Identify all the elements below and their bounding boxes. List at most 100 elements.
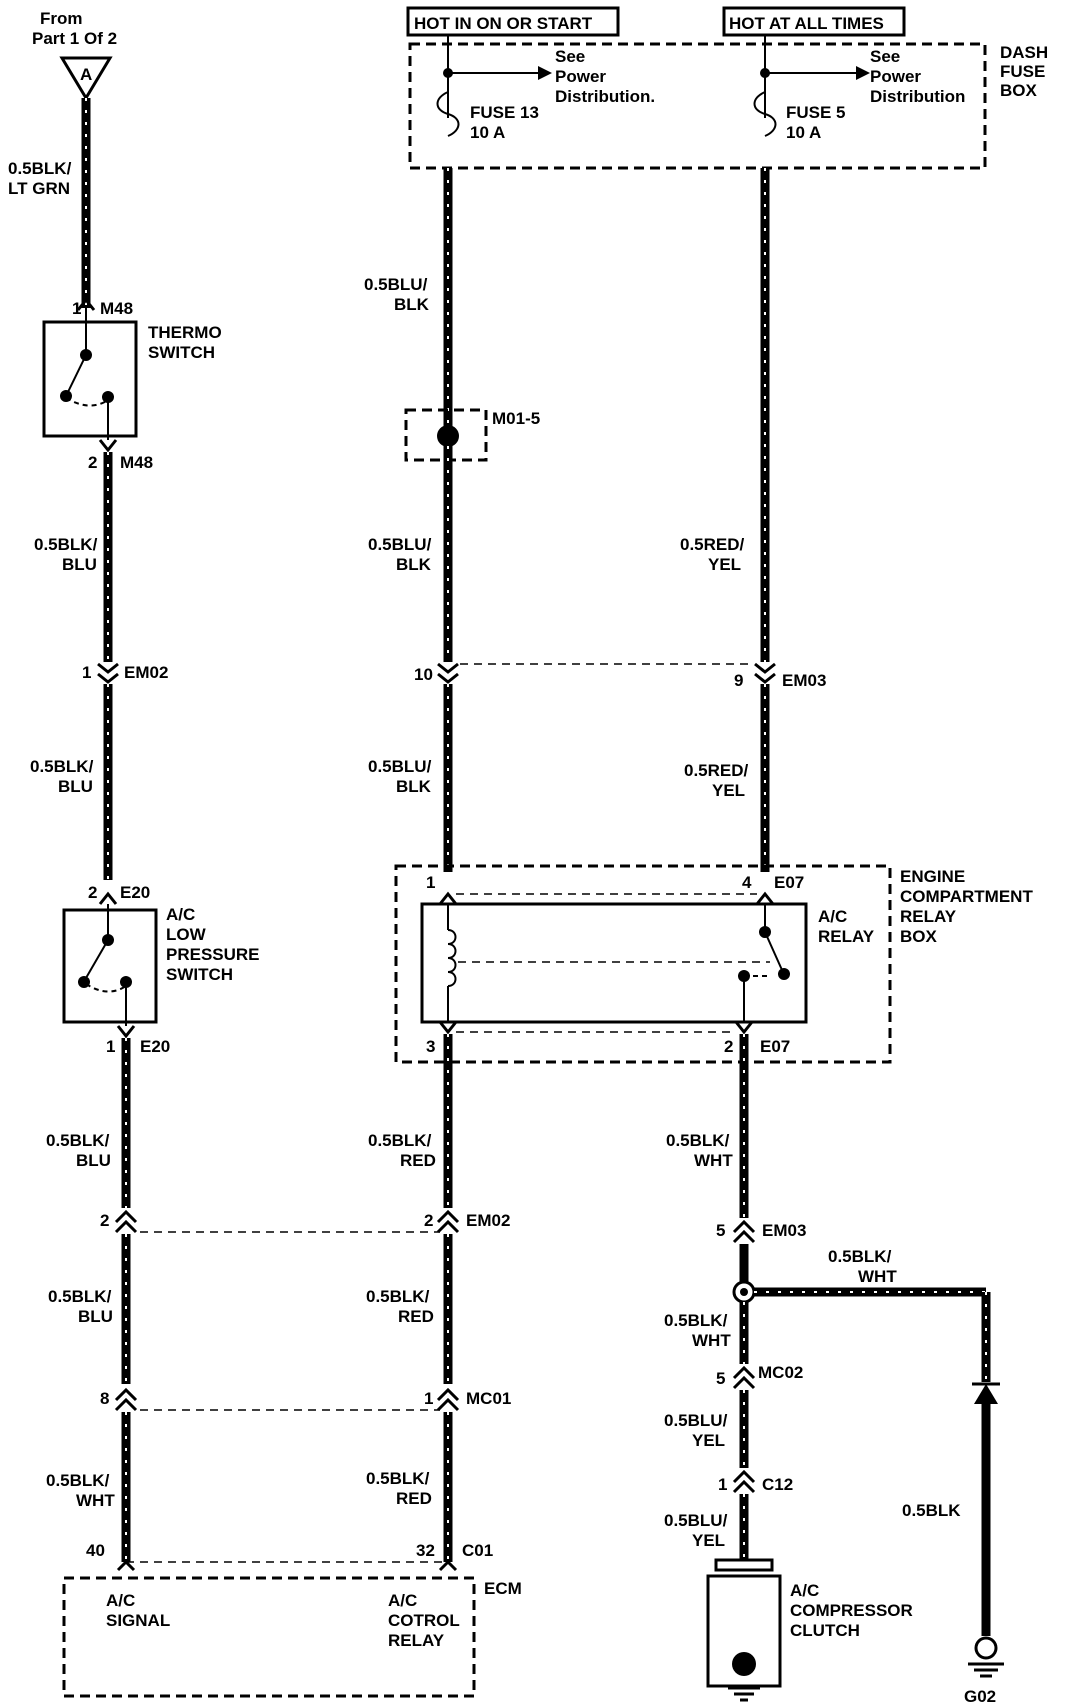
wire-blk-red-2-label1: 0.5BLK/ xyxy=(366,1287,430,1306)
wire-blk-blu-3-label2: BLU xyxy=(76,1151,111,1170)
thermo-switch-arm-icon xyxy=(67,354,87,393)
engine-relay-box-label2: COMPARTMENT xyxy=(900,887,1033,906)
em02-left-conn: EM02 xyxy=(124,663,168,682)
wire-blu-blk-1-label2: BLK xyxy=(394,295,430,314)
em02-pin2-left-icon xyxy=(114,1209,138,1234)
wire-red-yel-1-label2: YEL xyxy=(708,555,741,574)
mc01-conn: MC01 xyxy=(466,1389,511,1408)
wire-blk-blu-3-label1: 0.5BLK/ xyxy=(46,1131,110,1150)
ecm-conn: C01 xyxy=(462,1541,493,1560)
wire-blk-red-3-label1: 0.5BLK/ xyxy=(366,1469,430,1488)
lps-conn-top: E20 xyxy=(120,883,150,902)
dash-fuse-box-outline xyxy=(408,42,987,170)
mc01-pin1: 1 xyxy=(424,1389,433,1408)
em02-pin2-left: 2 xyxy=(100,1211,109,1230)
relay-pin3: 3 xyxy=(426,1037,435,1056)
fuse5-see-line3: Distribution xyxy=(870,87,965,106)
wire-blk-blu-4-label1: 0.5BLK/ xyxy=(48,1287,112,1306)
wire-blu-blk-2-label2: BLK xyxy=(396,555,432,574)
ecm-signal-label1: A/C xyxy=(106,1591,135,1610)
em02-left-pin: 1 xyxy=(82,663,91,682)
fuse5-symbol-icon xyxy=(753,91,777,137)
relay-switch-arm-icon xyxy=(764,931,783,971)
lps-label4: SWITCH xyxy=(166,965,233,984)
wire-blk-wht-2-label2: WHT xyxy=(692,1331,731,1350)
ground-terminal-icon xyxy=(974,1636,998,1660)
mc01-pin1-icon xyxy=(436,1387,460,1412)
ecm-label: ECM xyxy=(484,1579,522,1598)
thermo-conn-top: M48 xyxy=(100,299,133,318)
relay-pin3-icon xyxy=(438,1021,458,1035)
wire-blk-wht-left-label2: WHT xyxy=(76,1491,115,1510)
thermo-top-connector-icon xyxy=(76,297,96,311)
hot-all-times-box xyxy=(722,6,906,37)
ac-relay-label1: A/C xyxy=(818,907,847,926)
thermo-switch-box xyxy=(42,320,138,438)
wire-blu-blk-2-label1: 0.5BLU/ xyxy=(368,535,432,554)
wire-red-yel-1-label1: 0.5RED/ xyxy=(680,535,745,554)
relay-conn-top: E07 xyxy=(774,873,804,892)
wire-blk-red-2-label2: RED xyxy=(398,1307,434,1326)
fuse13-name: FUSE 13 xyxy=(470,103,539,122)
from-connector-tag: A xyxy=(80,65,92,84)
wire-blk-red-1-label1: 0.5BLK/ xyxy=(368,1131,432,1150)
thermo-conn-bottom: M48 xyxy=(120,453,153,472)
thermo-bottom-connector-icon xyxy=(98,439,118,453)
hot-on-start-label: HOT IN ON OR START xyxy=(414,14,593,33)
dash-fuse-box-label2: FUSE xyxy=(1000,62,1045,81)
relay-conn-bottom: E07 xyxy=(760,1037,790,1056)
clutch-terminal-icon xyxy=(714,1558,774,1572)
relay-pin4-icon xyxy=(755,891,775,905)
wire-blk-wht-1-label2: WHT xyxy=(694,1151,733,1170)
ecm-pin40-icon xyxy=(116,1559,136,1572)
em02-left-connector-icon xyxy=(97,662,119,684)
from-label-line2: Part 1 Of 2 xyxy=(32,29,117,48)
c12-conn: C12 xyxy=(762,1475,793,1494)
c12-pin1: 1 xyxy=(718,1475,727,1494)
mc02-pin5-icon xyxy=(732,1365,756,1390)
ecm-box xyxy=(62,1576,476,1698)
em03-conn-bottom: EM03 xyxy=(762,1221,806,1240)
diode-icon xyxy=(974,1384,998,1404)
em03-pin10: 10 xyxy=(414,665,433,684)
fuse13-see-line3: Distribution. xyxy=(555,87,655,106)
em02-pin2-mid: 2 xyxy=(424,1211,433,1230)
em03-pin10-icon xyxy=(437,662,459,684)
m01-5-label: M01-5 xyxy=(492,409,540,428)
wire-blk-blu-1-label1: 0.5BLK/ xyxy=(34,535,98,554)
ac-relay-box xyxy=(420,902,808,1024)
mc02-pin5: 5 xyxy=(716,1369,725,1388)
fuse5-name: FUSE 5 xyxy=(786,103,846,122)
wire-blk-wht-branch-label2: WHT xyxy=(858,1267,897,1286)
ecm-pin32-icon xyxy=(438,1559,458,1572)
wire-blk-wht-left-label1: 0.5BLK/ xyxy=(46,1471,110,1490)
em03-pin9: 9 xyxy=(734,671,743,690)
ecm-relay-label1: A/C xyxy=(388,1591,417,1610)
fuse13-arrow-head-icon xyxy=(538,66,552,80)
engine-relay-box-label3: RELAY xyxy=(900,907,957,926)
fuse13-see-line1: See xyxy=(555,47,585,66)
wire-blk-blu-2-label1: 0.5BLK/ xyxy=(30,757,94,776)
em03-pin5: 5 xyxy=(716,1221,725,1240)
fuse13-symbol-icon xyxy=(436,91,460,137)
lps-label1: A/C xyxy=(166,905,195,924)
ecm-pin40: 40 xyxy=(86,1541,105,1560)
thermo-label1: THERMO xyxy=(148,323,222,342)
fuse5-arrow-head-icon xyxy=(856,66,870,80)
wire-red-yel-2-label1: 0.5RED/ xyxy=(684,761,749,780)
relay-pin2-icon xyxy=(734,1021,754,1035)
wire-blk-wht-branch-label1: 0.5BLK/ xyxy=(828,1247,892,1266)
fuse5-rating: 10 A xyxy=(786,123,821,142)
relay-coil-icon xyxy=(447,929,457,987)
em02-conn-mid: EM02 xyxy=(466,1211,510,1230)
ecm-relay-label3: RELAY xyxy=(388,1631,445,1650)
fuse13-see-line2: Power xyxy=(555,67,606,86)
ground-label: G02 xyxy=(964,1687,996,1706)
wire-blu-blk-3-label1: 0.5BLU/ xyxy=(368,757,432,776)
lps-pin2: 2 xyxy=(88,883,97,902)
clutch-label3: CLUTCH xyxy=(790,1621,860,1640)
wire-blu-yel-1-label2: YEL xyxy=(692,1431,725,1450)
wire-blk-blu-1-label2: BLU xyxy=(62,555,97,574)
engine-relay-box-label1: ENGINE xyxy=(900,867,965,886)
